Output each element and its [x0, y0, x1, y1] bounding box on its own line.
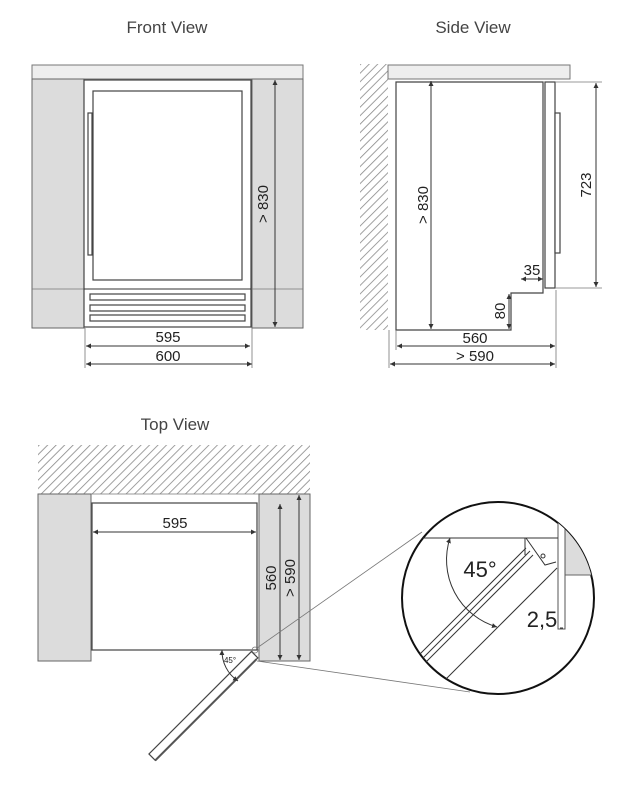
countertop	[387, 64, 571, 80]
side-min-depth-label: > 590	[456, 348, 494, 365]
open-door	[148, 650, 259, 762]
appliance-top	[91, 502, 258, 651]
side-depth-label: 560	[462, 330, 487, 347]
front-inner-width-label: 595	[155, 329, 180, 346]
top-width-label: 595	[162, 515, 187, 532]
vent-slot	[89, 304, 246, 312]
left-cabinet	[31, 78, 85, 329]
top-depth-label: 560	[263, 565, 280, 590]
vent-slot	[89, 293, 246, 301]
angle-arc	[219, 649, 239, 682]
right-cabinet	[251, 78, 304, 329]
door-handle	[87, 112, 93, 256]
door-side	[544, 81, 556, 289]
top-view: Top View 595 560 > 590 45°	[37, 415, 471, 762]
right-cabinet	[258, 493, 311, 662]
door-height-label: 723	[578, 172, 595, 197]
side-view: Side View 723 > 830 35 80 560 > 590	[360, 18, 602, 368]
detail-view: 45° 2,5	[401, 501, 595, 695]
wall-hatch	[38, 445, 310, 494]
step-depth-label: 35	[524, 262, 541, 279]
handle-side	[554, 112, 561, 254]
detail-marker	[251, 646, 259, 654]
front-outer-width-label: 600	[155, 348, 180, 365]
wall-hatch	[360, 64, 388, 330]
detail-angle-label: 45°	[463, 557, 496, 582]
front-height-label: > 830	[255, 185, 272, 223]
vent-slot	[89, 314, 246, 322]
glass-door	[92, 90, 243, 281]
detail-gap-label: 2,5	[527, 607, 558, 632]
top-view-title: Top View	[141, 415, 210, 434]
step-height-label: 80	[492, 303, 509, 320]
left-cabinet	[37, 493, 92, 662]
side-height-label: > 830	[415, 186, 432, 224]
countertop	[31, 64, 304, 80]
side-view-title: Side View	[435, 18, 511, 37]
front-view: Front View > 830 595 600	[31, 18, 304, 368]
top-min-depth-label: > 590	[282, 559, 299, 597]
top-angle-label: 45°	[224, 656, 236, 665]
front-view-title: Front View	[127, 18, 209, 37]
